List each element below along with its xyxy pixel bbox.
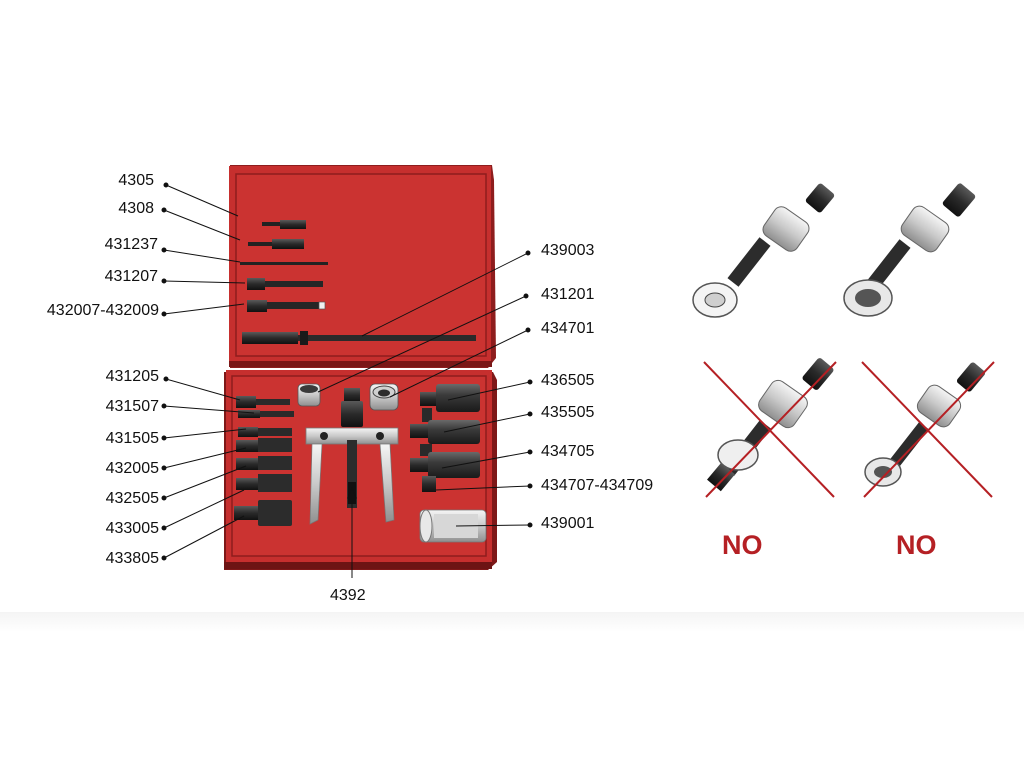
label-434701: 434701 <box>541 320 595 337</box>
leader-lines <box>161 182 533 578</box>
label-432005: 432005 <box>105 460 159 477</box>
puller-4392 <box>305 388 399 525</box>
label-434707-434709: 434707-434709 <box>541 477 654 494</box>
bottom-band <box>0 612 1024 768</box>
label-431237: 431237 <box>104 236 158 253</box>
lid-tools <box>240 220 476 345</box>
label-434705: 434705 <box>541 443 595 460</box>
no-label-1: NO <box>722 530 763 560</box>
label-431505: 431505 <box>105 430 159 447</box>
label-432505: 432505 <box>105 490 159 507</box>
label-432007-432009: 432007-432009 <box>46 302 159 319</box>
wrong-usage-2 <box>861 361 995 498</box>
label-431205: 431205 <box>105 368 159 385</box>
correct-usage-2 <box>843 183 976 317</box>
correct-usage-1 <box>692 183 835 318</box>
wrong-usage-1 <box>703 358 837 498</box>
label-433005: 433005 <box>105 520 159 537</box>
label-439001: 439001 <box>541 515 595 532</box>
no-label-2: NO <box>896 530 937 560</box>
label-431507: 431507 <box>105 398 159 415</box>
label-439003: 439003 <box>541 242 595 259</box>
label-436505: 436505 <box>541 372 595 389</box>
label-4392: 4392 <box>330 587 366 604</box>
label-4308: 4308 <box>118 200 154 217</box>
base-tools-left <box>234 396 294 526</box>
label-4305: 4305 <box>118 172 154 189</box>
label-435505: 435505 <box>541 404 595 421</box>
base-cups <box>297 383 399 411</box>
label-433805: 433805 <box>105 550 159 567</box>
label-431201: 431201 <box>541 286 595 303</box>
label-431207: 431207 <box>104 268 158 285</box>
